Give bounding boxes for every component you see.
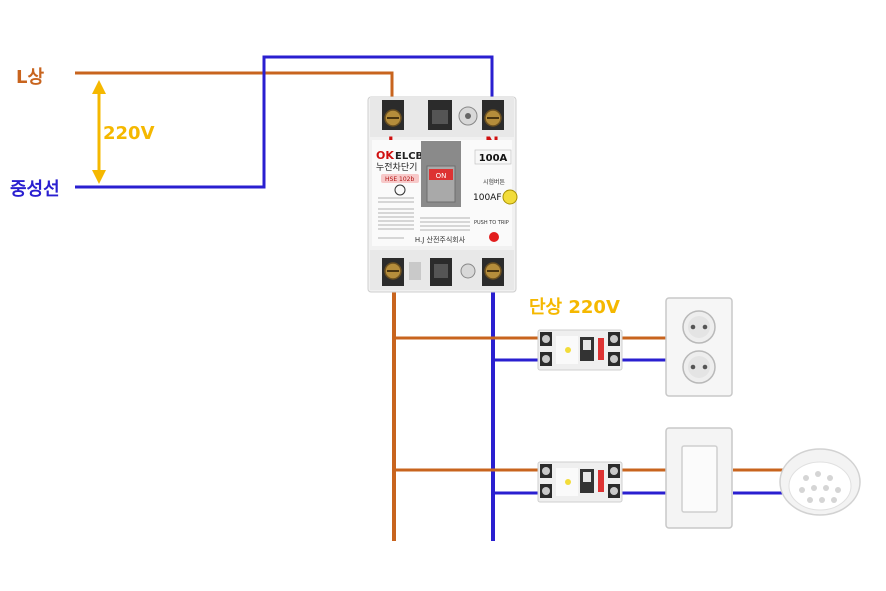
branch-wires [394,336,790,495]
single-phase-label: 단상 220V [529,297,620,318]
elcb-model-badge [381,174,419,183]
branch-breaker-2-lever[interactable] [583,472,591,482]
branch-breaker-1-lever[interactable] [583,340,591,350]
outlet-socket-top [682,310,716,344]
elcb-bottom-terminals [382,258,504,286]
elcb-test-label: 시험버튼 [483,178,506,186]
elcb-lever-on: ON [436,172,447,180]
live-feed-wire [75,71,394,100]
load-bus-wires [392,290,495,541]
elcb-rating: 100A [479,153,508,164]
elcb-test-button[interactable] [502,189,518,205]
branch-breaker-2 [537,461,623,503]
elcb-model: HSE 102b [385,176,414,183]
voltage-arrow [92,80,106,184]
main-feed-wires [75,55,494,189]
certification-mark-icon [394,184,406,196]
elcb-spec-lines [378,197,470,239]
voltage-main-label: 220V [103,123,155,144]
elcb-brand-ok: OK [376,149,394,162]
elcb-rating-badge [474,149,512,165]
elcb-breaker: L N OK ELCB 누전차단기 HSE 102b ON [367,96,518,293]
ceiling-lamp-icon [779,448,861,516]
elcb-maker: H.J 산전주식회사 [415,235,466,244]
elcb-frame: 100AF [473,193,502,203]
light-switch-rocker[interactable] [681,445,718,513]
elcb-brand-elcb: ELCB [395,151,423,162]
l-phase-label: L상 [16,67,44,88]
elcb-trip-label: PUSH TO TRIP [474,220,509,226]
elcb-trip-button[interactable] [489,232,499,242]
outlet-socket-bottom [682,350,716,384]
branch-breaker-1 [537,329,623,371]
elcb-on-indicator [429,169,453,180]
light-switch [665,427,733,529]
wall-outlet [665,297,733,397]
elcb-top-terminals [382,100,504,130]
neutral-feed-wire [75,55,494,189]
elcb-name: 누전차단기 [376,161,417,173]
neutral-label: 중성선 [10,179,60,200]
